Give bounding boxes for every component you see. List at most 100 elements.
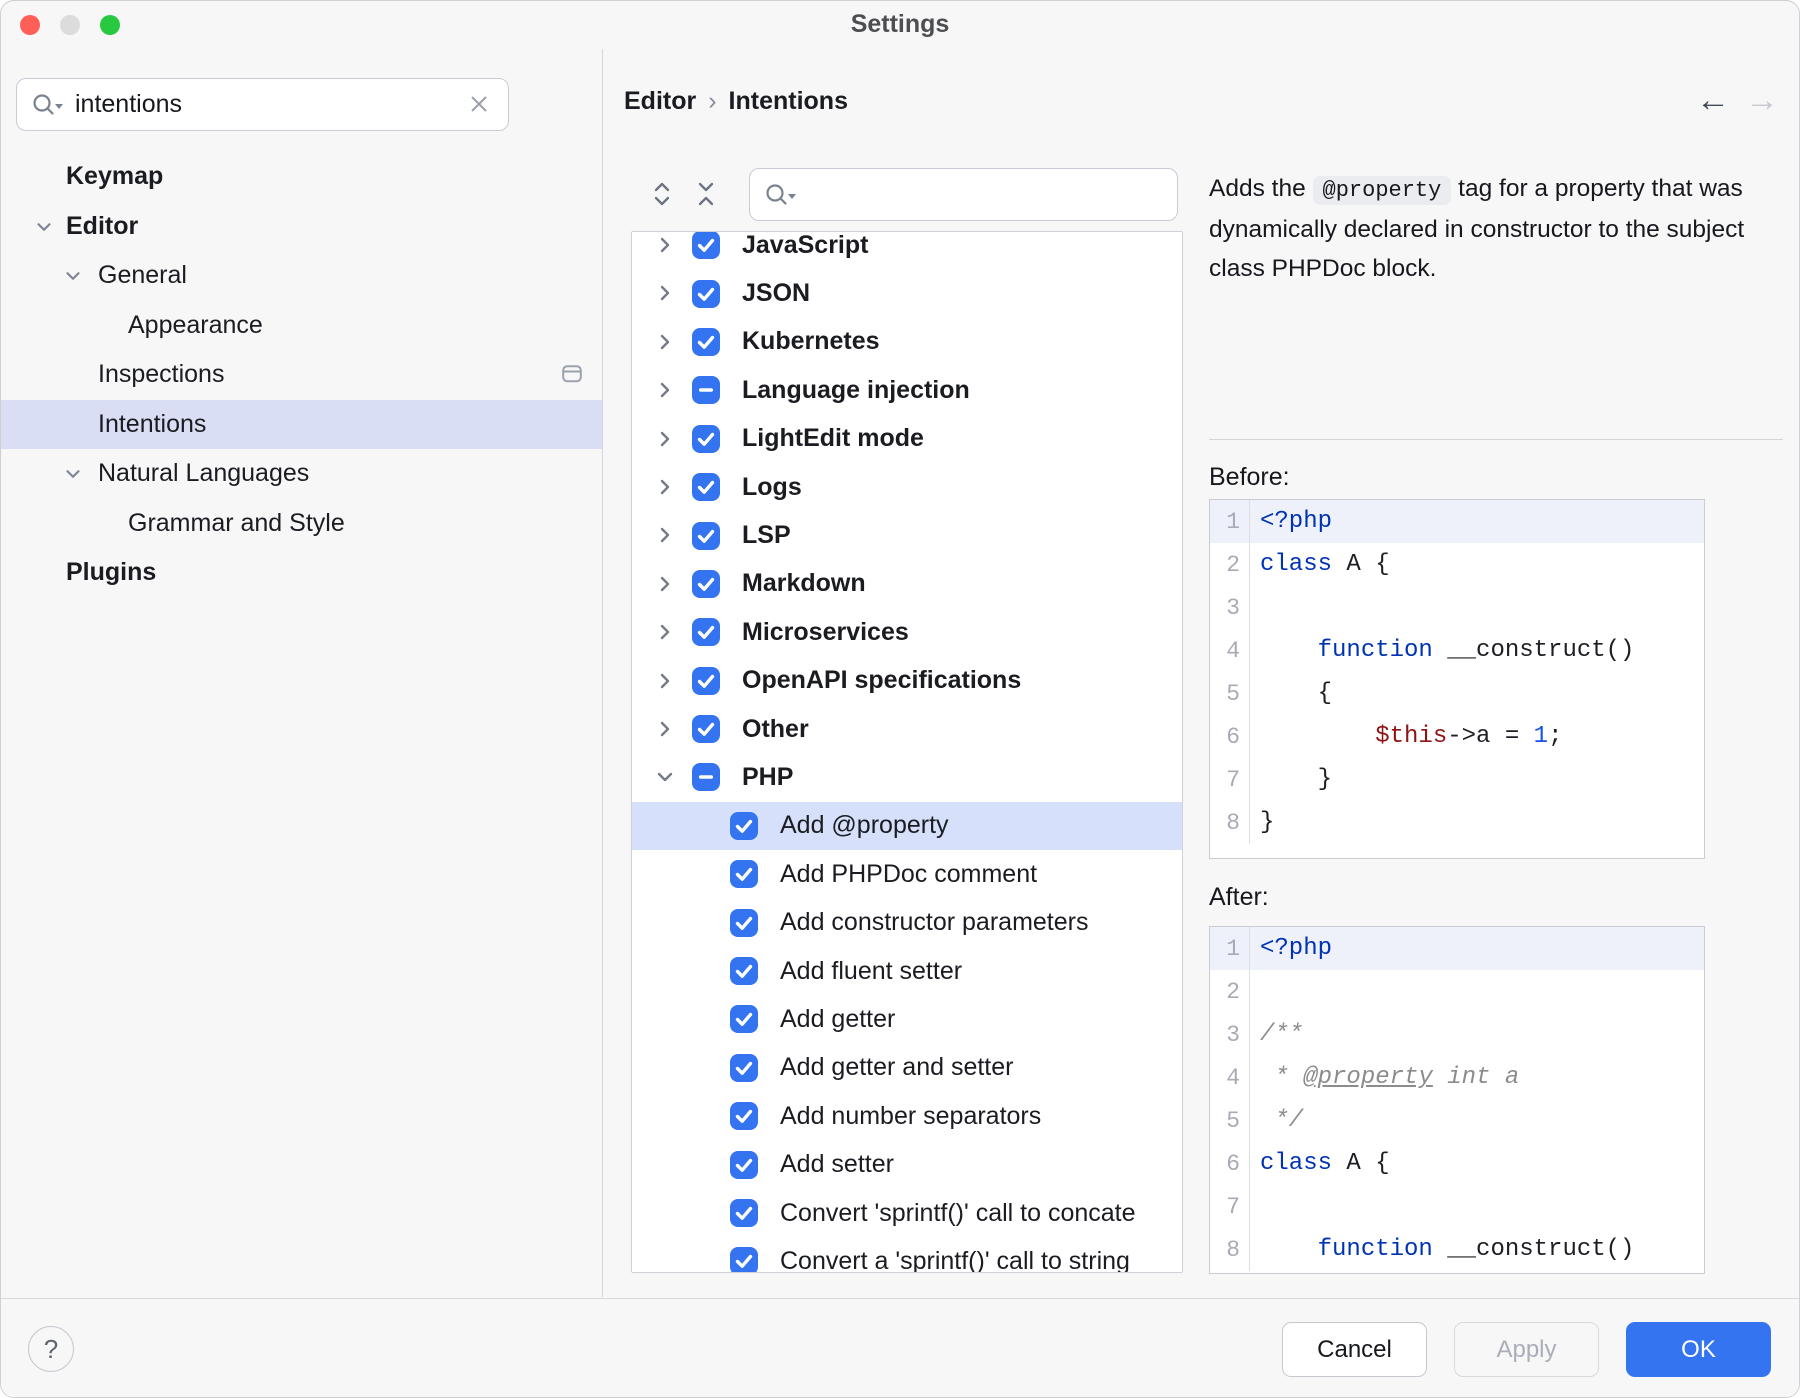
- code-text: {: [1260, 680, 1333, 707]
- checked-checkbox[interactable]: [730, 957, 758, 986]
- tree-item-add-phpdoc-comment[interactable]: Add PHPDoc comment: [632, 850, 1182, 898]
- help-question-icon: ?: [43, 1333, 59, 1364]
- tree-item-label: Add constructor parameters: [780, 908, 1089, 937]
- sidebar-item-grammar-and-style[interactable]: Grammar and Style: [1, 499, 602, 549]
- chevron-right-icon[interactable]: [653, 572, 677, 601]
- tree-item-label: LSP: [742, 521, 791, 550]
- chevron-right-icon[interactable]: [653, 378, 677, 407]
- tree-item-add-getter-and-setter[interactable]: Add getter and setter: [632, 1044, 1182, 1092]
- tree-item-add-setter[interactable]: Add setter: [632, 1140, 1182, 1188]
- chevron-down-icon[interactable]: [62, 463, 84, 490]
- chevron-right-icon[interactable]: [653, 330, 677, 359]
- checked-checkbox[interactable]: [692, 232, 720, 260]
- settings-widget-icon: [562, 365, 582, 388]
- zoom-window-button[interactable]: [100, 15, 120, 35]
- tree-item-label: Add getter: [780, 1004, 896, 1033]
- chevron-right-icon[interactable]: [653, 523, 677, 552]
- chevron-right-icon[interactable]: [653, 620, 677, 649]
- help-button[interactable]: ?: [28, 1326, 74, 1372]
- close-window-button[interactable]: [20, 15, 40, 35]
- sidebar-item-keymap[interactable]: Keymap: [1, 152, 602, 202]
- tree-item-label: Convert 'sprintf()' call to concate: [780, 1198, 1136, 1227]
- line-number: 5: [1210, 1099, 1250, 1142]
- checked-checkbox[interactable]: [692, 279, 720, 308]
- chevron-right-icon[interactable]: [653, 669, 677, 698]
- tree-item-lsp[interactable]: LSP: [632, 511, 1182, 559]
- chevron-down-icon[interactable]: [62, 265, 84, 292]
- checked-checkbox[interactable]: [692, 715, 720, 744]
- sidebar-item-intentions[interactable]: Intentions: [1, 399, 602, 449]
- ok-button[interactable]: OK: [1626, 1322, 1771, 1377]
- tree-item-javascript[interactable]: JavaScript: [632, 232, 1182, 269]
- indeterminate-checkbox[interactable]: [692, 763, 720, 792]
- window-title: Settings: [850, 10, 950, 38]
- checked-checkbox[interactable]: [730, 908, 758, 937]
- chevron-down-icon[interactable]: [653, 765, 677, 794]
- tree-item-other[interactable]: Other: [632, 705, 1182, 753]
- sidebar-item-natural-languages[interactable]: Natural Languages: [1, 449, 602, 499]
- checked-checkbox[interactable]: [692, 327, 720, 356]
- line-number: 5: [1210, 672, 1250, 715]
- intentions-filter-input[interactable]: [749, 168, 1178, 221]
- line-number: 6: [1210, 715, 1250, 758]
- tree-item-add-property[interactable]: Add @property: [632, 801, 1182, 851]
- sidebar-item-appearance[interactable]: Appearance: [1, 301, 602, 351]
- minimize-window-button[interactable]: [60, 15, 80, 35]
- checked-checkbox[interactable]: [730, 1005, 758, 1034]
- tree-item-openapi-specifications[interactable]: OpenAPI specifications: [632, 657, 1182, 705]
- line-number: 3: [1210, 1013, 1250, 1056]
- checked-checkbox[interactable]: [730, 1102, 758, 1131]
- tree-item-json[interactable]: JSON: [632, 269, 1182, 317]
- checked-checkbox[interactable]: [730, 1247, 758, 1272]
- code-text: }: [1260, 809, 1275, 836]
- cancel-button[interactable]: Cancel: [1282, 1322, 1427, 1377]
- back-arrow-icon[interactable]: ←: [1696, 81, 1730, 119]
- checked-checkbox[interactable]: [730, 1150, 758, 1179]
- tree-item-php[interactable]: PHP: [632, 753, 1182, 801]
- collapse-all-icon[interactable]: [693, 180, 719, 213]
- tree-item-convert-a-sprintf-call-to-string[interactable]: Convert a 'sprintf()' call to string: [632, 1237, 1182, 1272]
- tree-item-markdown[interactable]: Markdown: [632, 560, 1182, 608]
- tree-item-convert-sprintf-call-to-concate[interactable]: Convert 'sprintf()' call to concate: [632, 1189, 1182, 1237]
- tree-item-label: Add number separators: [780, 1101, 1042, 1130]
- chevron-right-icon[interactable]: [653, 233, 677, 262]
- tree-item-microservices[interactable]: Microservices: [632, 608, 1182, 656]
- tree-item-language-injection[interactable]: Language injection: [632, 366, 1182, 414]
- checked-checkbox[interactable]: [730, 1199, 758, 1227]
- checked-checkbox[interactable]: [692, 424, 720, 453]
- tree-item-add-fluent-setter[interactable]: Add fluent setter: [632, 947, 1182, 995]
- checked-checkbox[interactable]: [692, 521, 720, 550]
- chevron-down-icon[interactable]: [33, 216, 55, 243]
- checked-checkbox[interactable]: [692, 618, 720, 647]
- tree-item-lightedit-mode[interactable]: LightEdit mode: [632, 415, 1182, 463]
- expand-all-icon[interactable]: [649, 180, 675, 213]
- checked-checkbox[interactable]: [692, 666, 720, 695]
- sidebar-item-inspections[interactable]: Inspections: [1, 350, 602, 400]
- checked-checkbox[interactable]: [692, 569, 720, 598]
- tree-item-kubernetes[interactable]: Kubernetes: [632, 318, 1182, 366]
- checked-checkbox[interactable]: [730, 1053, 758, 1082]
- settings-search-input[interactable]: intentions: [16, 78, 509, 131]
- sidebar-item-general[interactable]: General: [1, 251, 602, 301]
- indeterminate-checkbox[interactable]: [692, 376, 720, 405]
- tree-item-add-constructor-parameters[interactable]: Add constructor parameters: [632, 898, 1182, 946]
- checked-checkbox[interactable]: [730, 811, 758, 840]
- code-line: 1<?php: [1210, 500, 1704, 543]
- line-number: 2: [1210, 543, 1250, 586]
- clear-x-icon[interactable]: [466, 91, 492, 122]
- sidebar-item-editor[interactable]: Editor: [1, 202, 602, 252]
- checked-checkbox[interactable]: [692, 473, 720, 502]
- sidebar-item-label: Plugins: [66, 558, 157, 587]
- chevron-right-icon[interactable]: [653, 281, 677, 310]
- chevron-right-icon[interactable]: [653, 427, 677, 456]
- chevron-right-icon[interactable]: [653, 717, 677, 746]
- tree-item-logs[interactable]: Logs: [632, 463, 1182, 511]
- code-line: 5 */: [1210, 1099, 1704, 1142]
- tree-item-add-number-separators[interactable]: Add number separators: [632, 1092, 1182, 1140]
- breadcrumb-editor[interactable]: Editor: [624, 87, 697, 115]
- chevron-right-icon[interactable]: [653, 475, 677, 504]
- checked-checkbox[interactable]: [730, 860, 758, 889]
- tree-item-add-getter[interactable]: Add getter: [632, 995, 1182, 1043]
- sidebar-item-plugins[interactable]: Plugins: [1, 548, 602, 598]
